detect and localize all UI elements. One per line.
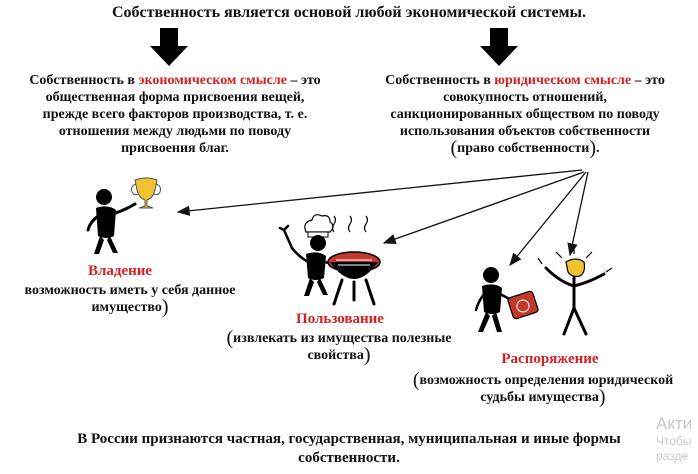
possession-figure-icon xyxy=(86,177,161,254)
legal-note-line: (право собственности). xyxy=(450,137,600,159)
watermark-line-3: разде xyxy=(656,449,689,463)
use-line-2-text: свойства xyxy=(307,348,364,363)
legal-line: санкционированных обществом по поводу xyxy=(390,107,660,122)
watermark-line-1: Акти xyxy=(656,414,693,433)
connector-to-disposal xyxy=(509,171,587,267)
use-line-1: (извлекать из имущества полезные xyxy=(226,327,452,349)
use-label-box: Пользование xyxy=(250,310,430,328)
activation-watermark: Акти Чтобы разде xyxy=(656,414,698,464)
page-title: Собственность является основой любой эко… xyxy=(111,4,586,21)
footer-line-1: В России признаются частная, государстве… xyxy=(77,431,621,447)
economic-definition: Собственность в экономическом смысле – э… xyxy=(0,72,350,157)
use-line-2: свойства) xyxy=(307,344,371,366)
disposal-figure-icon xyxy=(474,246,613,336)
legal-highlight: юридическом смысле xyxy=(494,73,632,88)
possession-line-2: имущество) xyxy=(91,296,169,318)
economic-prefix: Собственность в xyxy=(29,73,139,88)
possession-label: Владение xyxy=(87,263,153,279)
disposal-line-1-text: возможность определения юридической xyxy=(419,373,674,388)
disposal-line-2-text: судьбы имущества xyxy=(480,390,599,405)
footer-note: В России признаются частная, государстве… xyxy=(0,430,698,468)
down-arrow-icon-left xyxy=(150,28,188,66)
legal-rest: – это xyxy=(631,73,665,88)
legal-line: совокупность отношений, xyxy=(443,90,607,105)
disposal-label: Распоряжение xyxy=(501,351,599,367)
use-description: (извлекать из имущества полезные свойств… xyxy=(194,327,484,366)
legal-note: право собственности xyxy=(457,141,590,156)
disposal-line-1: (возможность определения юридической xyxy=(412,369,674,391)
economic-line: общественная форма присвоения вещей, xyxy=(45,90,305,105)
possession-label-box: Владение xyxy=(60,262,180,280)
footer-line-2: собственности. xyxy=(298,450,400,466)
watermark-line-2: Чтобы xyxy=(656,434,692,448)
legal-definition-first-line: Собственность в юридическом смысле – это xyxy=(352,72,698,89)
possession-description: возможность иметь у себя данное имуществ… xyxy=(0,282,260,318)
disposal-line-2: судьбы имущества) xyxy=(480,386,606,408)
legal-line: использования объектов собственности xyxy=(399,124,651,139)
economic-highlight: экономическом смысле xyxy=(138,73,287,88)
possession-line-2-text: имущество xyxy=(91,300,162,315)
use-line-1-text: извлекать из имущества полезные xyxy=(233,331,452,346)
economic-line: отношения между людьми по поводу xyxy=(58,124,292,139)
connector-to-disposal-right xyxy=(567,171,589,257)
economic-definition-first-line: Собственность в экономическом смысле – э… xyxy=(0,72,350,89)
economic-rest: – это xyxy=(286,73,321,88)
legal-definition: Собственность в юридическом смысле – это… xyxy=(352,72,698,159)
economic-line: присвоения благ. xyxy=(121,141,229,156)
connector-to-possession xyxy=(176,169,583,216)
economic-line: прежде всего факторов производства, т. е… xyxy=(42,107,308,122)
connector-to-use xyxy=(382,171,585,244)
disposal-label-box: Распоряжение xyxy=(460,350,640,368)
use-label: Пользование xyxy=(296,311,384,327)
use-figure-icon xyxy=(278,214,381,306)
down-arrow-icon-right xyxy=(480,28,518,66)
legal-prefix: Собственность в xyxy=(385,73,495,88)
possession-line: возможность иметь у себя данное xyxy=(24,283,236,298)
disposal-description: (возможность определения юридической суд… xyxy=(388,369,698,408)
